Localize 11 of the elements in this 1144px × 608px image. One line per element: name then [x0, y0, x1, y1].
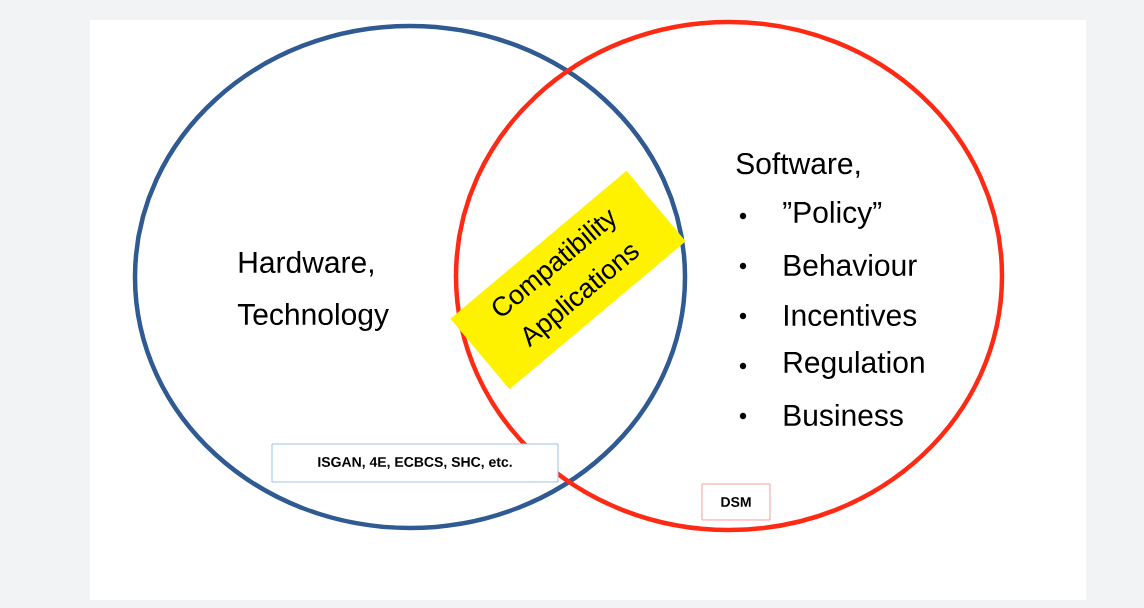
- list-item: Incentives: [785, 304, 917, 326]
- circle-label: Software,: [736, 152, 860, 178]
- list-item: Regulation: [784, 351, 924, 379]
- tag-box: DSM: [701, 483, 771, 521]
- tag-box: ISGAN, 4E, ECBCS, SHC, etc.: [271, 443, 559, 483]
- list-item: Business: [784, 404, 903, 426]
- list-item: Behaviour: [784, 254, 917, 276]
- venn-circle: [132, 23, 688, 531]
- circle-label: Hardware, Technology: [237, 251, 389, 331]
- venn-circle: [453, 19, 1005, 533]
- list-item: ”Policy”: [783, 201, 882, 229]
